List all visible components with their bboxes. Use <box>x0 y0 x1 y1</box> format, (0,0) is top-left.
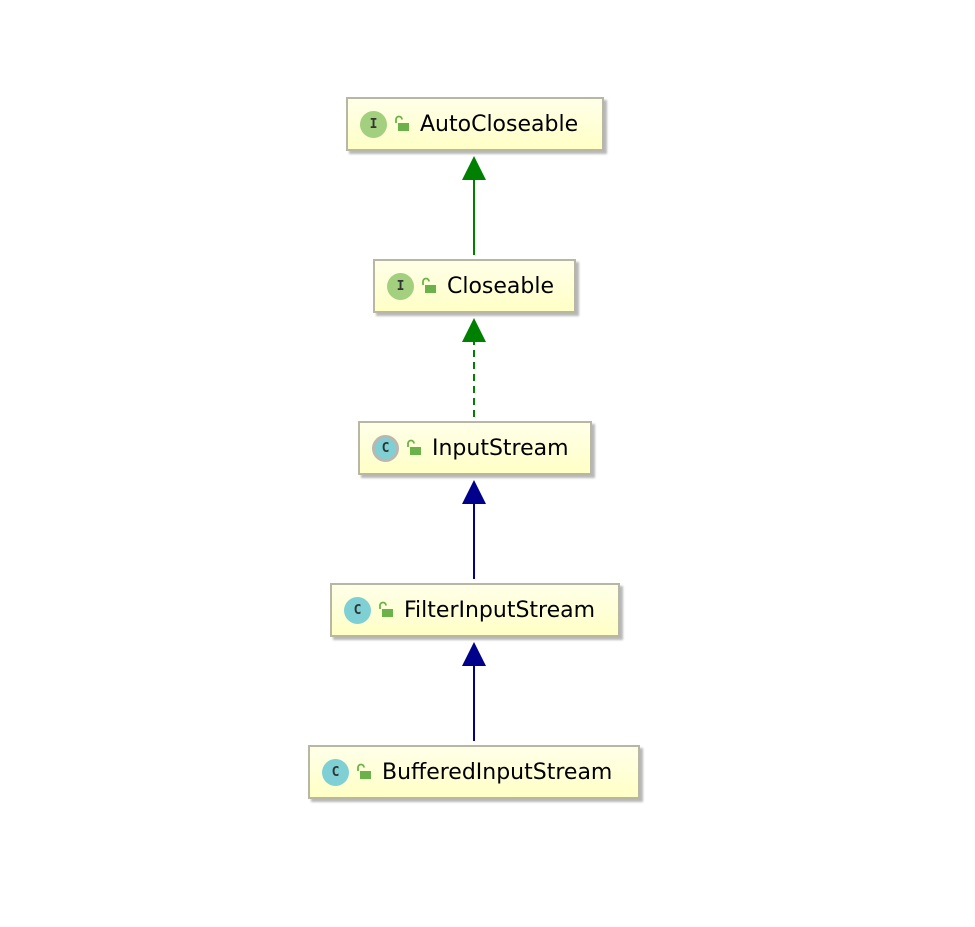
node-bufferedinputstream[interactable]: C BufferedInputStream <box>308 745 640 799</box>
node-label: InputStream <box>432 435 569 461</box>
unlock-icon <box>407 439 421 455</box>
node-label: FilterInputStream <box>404 597 596 623</box>
node-label: BufferedInputStream <box>382 759 613 785</box>
unlock-icon <box>422 277 436 293</box>
arrowhead-closeable <box>462 318 486 342</box>
arrowhead-filterinputstream <box>462 642 486 666</box>
node-autocloseable[interactable]: I AutoCloseable <box>346 97 604 151</box>
unlock-icon <box>379 601 393 617</box>
abstract-class-icon: C <box>372 434 399 462</box>
node-inputstream[interactable]: C InputStream <box>358 421 592 475</box>
unlock-icon <box>395 115 409 131</box>
arrowhead-inputstream <box>462 480 486 504</box>
node-closeable[interactable]: I Closeable <box>373 259 576 313</box>
node-filterinputstream[interactable]: C FilterInputStream <box>330 583 620 637</box>
node-label: Closeable <box>447 273 555 299</box>
interface-icon: I <box>360 110 387 138</box>
interface-icon: I <box>387 272 414 300</box>
unlock-icon <box>357 763 371 779</box>
node-label: AutoCloseable <box>420 111 579 137</box>
class-icon: C <box>322 758 349 786</box>
class-icon: C <box>344 596 371 624</box>
arrowhead-autocloseable <box>462 156 486 180</box>
